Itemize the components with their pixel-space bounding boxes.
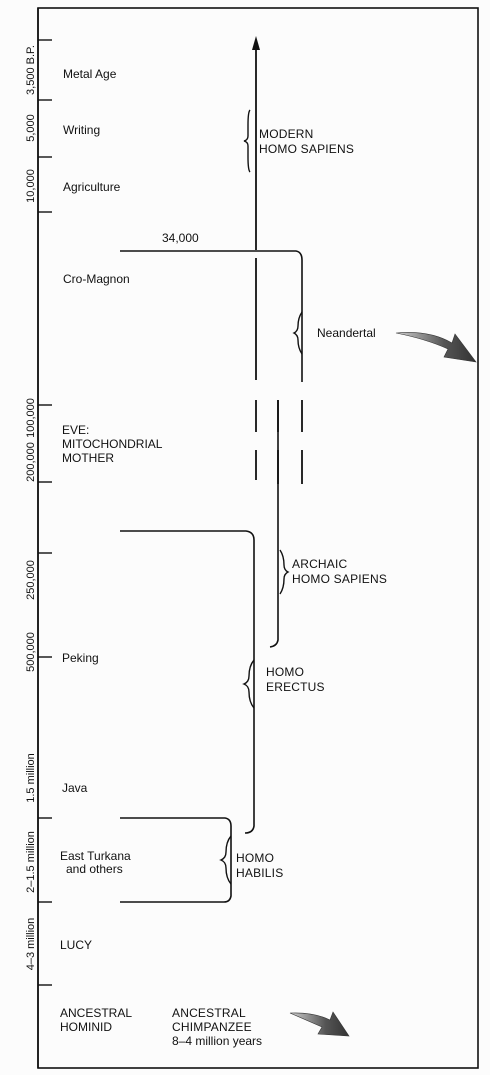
modern-bracket [243, 109, 251, 173]
habilis-bracket [219, 835, 232, 885]
neandertal-line [120, 250, 303, 382]
axis-label-3500bp: 3,500 B.P. [25, 45, 37, 95]
event-metal-age: Metal Age [63, 67, 117, 81]
axis-label-10000: 10,000 [25, 169, 37, 203]
neandertal-exit-arrow [395, 332, 477, 363]
ancestral-chimpanzee-label-line1: ANCESTRAL [172, 1006, 246, 1020]
homo-erectus-label-line2: ERECTUS [266, 680, 325, 694]
modern-homo-sapiens-label-line2: HOMO SAPIENS [259, 142, 354, 156]
neandertal-end-date: 34,000 [162, 231, 199, 245]
ancestral-chimpanzee-label-line2: CHIMPANZEE [172, 1020, 252, 1034]
axis-label-4-3-million: 4–3 million [25, 918, 37, 971]
homo-erectus-line [120, 530, 255, 834]
event-east-turkana-line2: and others [66, 862, 123, 876]
erectus-bracket [242, 659, 255, 709]
homo-erectus-label-line1: HOMO [266, 665, 304, 679]
chimpanzee-exit-arrow [289, 1011, 350, 1037]
event-ancestral-hominid-line2: HOMINID [60, 1020, 112, 1034]
homo-habilis-label-line1: HOMO [236, 851, 274, 865]
neandertal-label: Neandertal [317, 326, 376, 340]
event-east-turkana-line1: East Turkana [60, 849, 131, 863]
event-lucy: LUCY [60, 938, 92, 952]
event-agriculture: Agriculture [63, 180, 121, 194]
time-axis-ticks [38, 39, 52, 986]
axis-label-200000: 200,000 [25, 442, 37, 482]
axis-label-500000: 500,000 [25, 632, 37, 672]
neandertal-bracket [292, 311, 303, 355]
axis-label-5000: 5,000 [25, 114, 37, 142]
event-eve-line2: MITOCHONDRIAL [62, 437, 163, 451]
archaic-homo-sapiens-line [269, 400, 279, 648]
modern-arrowhead [252, 36, 260, 50]
event-writing: Writing [63, 123, 100, 137]
event-eve-line1: EVE: [62, 423, 89, 437]
homo-habilis-label-line2: HABILIS [236, 866, 283, 880]
event-cro-magnon: Cro-Magnon [63, 272, 130, 286]
axis-label-100000: 100,000 [25, 398, 37, 438]
outer-frame [37, 7, 479, 1069]
event-eve-line3: MOTHER [62, 451, 114, 465]
event-ancestral-hominid-line1: ANCESTRAL [60, 1006, 132, 1020]
event-peking: Peking [62, 651, 99, 665]
axis-label-1-5-million: 1.5 million [25, 753, 37, 803]
axis-label-2-1-5-million: 2–1.5 million [25, 831, 37, 893]
axis-label-250000: 250,000 [25, 560, 37, 600]
archaic-homo-sapiens-label-line1: ARCHAIC [292, 557, 348, 571]
homo-habilis-line [120, 817, 232, 903]
event-java: Java [62, 781, 88, 795]
modern-homo-sapiens-label-line1: MODERN [259, 127, 314, 141]
archaic-bracket [279, 549, 290, 595]
archaic-homo-sapiens-label-line2: HOMO SAPIENS [292, 572, 387, 586]
ancestral-chimpanzee-label-line3: 8–4 million years [172, 1034, 262, 1048]
